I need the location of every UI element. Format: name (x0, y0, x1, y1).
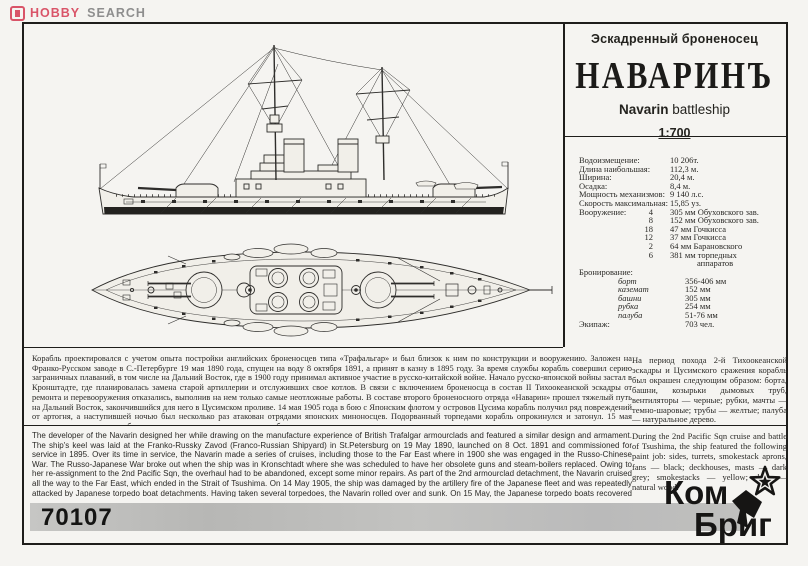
ship-name-en-rest: battleship (668, 102, 731, 117)
fore-gun-barrel (137, 186, 177, 192)
ship-name-english: Navarin battleship (563, 102, 786, 117)
hobby-search-logo-icon (10, 5, 25, 21)
combrig-logo-line1: Ком (664, 474, 728, 511)
spec-row: Скорость максимальная:15,85 уз. (579, 198, 701, 209)
ship-deck-plan-drawing (91, 243, 553, 337)
history-text-english: The developer of the Navarin designed he… (32, 431, 632, 497)
kit-number-bar: 70107 (30, 503, 740, 531)
armament-row-cont: аппаратов (697, 258, 734, 269)
superstructure-profile (235, 154, 367, 198)
column-divider (563, 24, 565, 347)
aft-gun-barrel (474, 185, 503, 190)
combrig-star-icon (749, 465, 781, 496)
aft-turret-plan (359, 271, 435, 309)
ship-boats-profile (415, 180, 479, 190)
ship-name-en-bold: Navarin (618, 102, 669, 117)
superstructure-plan (236, 265, 343, 315)
watermark-brand-hobby: HOBBY (30, 6, 81, 20)
fore-turret-plan (147, 271, 223, 309)
spec-row: Водоизмещение:10 206т. (579, 155, 699, 165)
crew-row: Экипаж:703 чел. (579, 318, 715, 329)
spec-row: Осадка:8,4 м. (579, 180, 691, 191)
ship-side-profile-drawing (98, 44, 509, 215)
ship-class-label: Эскадренный броненосец (590, 32, 758, 46)
text-top-divider (24, 347, 563, 349)
hobby-search-watermark: HOBBY SEARCH (10, 5, 146, 21)
language-divider (24, 425, 786, 427)
armor-header-row: Бронирование: (579, 266, 633, 277)
deck-edge-fittings (154, 259, 482, 321)
masts-plan (245, 285, 361, 295)
paint-scheme-russian: На период похода 2-й Тихоокеанской эскад… (632, 356, 787, 425)
ship-name-title: НАВАРИНЪ (575, 54, 774, 97)
spec-row: Длина наибольшая:112,3 м. (579, 163, 699, 174)
sheet-frame: Эскадренный броненосец НАВАРИНЪ Navarin … (22, 22, 788, 545)
kit-number: 70107 (41, 504, 113, 531)
title-divider (563, 136, 786, 138)
deck-fittings-plan (122, 255, 503, 325)
masts-profile (247, 44, 411, 181)
title-block: Эскадренный броненосец НАВАРИНЪ Navarin … (563, 32, 786, 140)
combrig-hand-bugle-icon (732, 490, 762, 528)
combrig-logo: Ком Бриг (664, 465, 781, 543)
spec-row: Мощность механизмов:9 140 л.с. (579, 189, 704, 200)
scale-label: 1:700 (658, 126, 691, 140)
spec-row: Ширина:20,4 м. (579, 172, 695, 183)
funnels-profile (283, 138, 359, 173)
specifications-table: Водоизмещение:10 206т. Длина наибольшая:… (563, 156, 786, 328)
combrig-logo-line2: Бриг (694, 506, 772, 543)
paint-scheme-english: During the 2nd Pacific Sqn cruise and ba… (632, 431, 787, 493)
funnels-plan (268, 268, 319, 312)
history-text-russian: Корабль проектировался с учетом опыта по… (32, 354, 632, 425)
hull-profile (98, 161, 509, 215)
watermark-brand-search: SEARCH (87, 6, 146, 20)
ship-boats-plan (223, 243, 338, 337)
